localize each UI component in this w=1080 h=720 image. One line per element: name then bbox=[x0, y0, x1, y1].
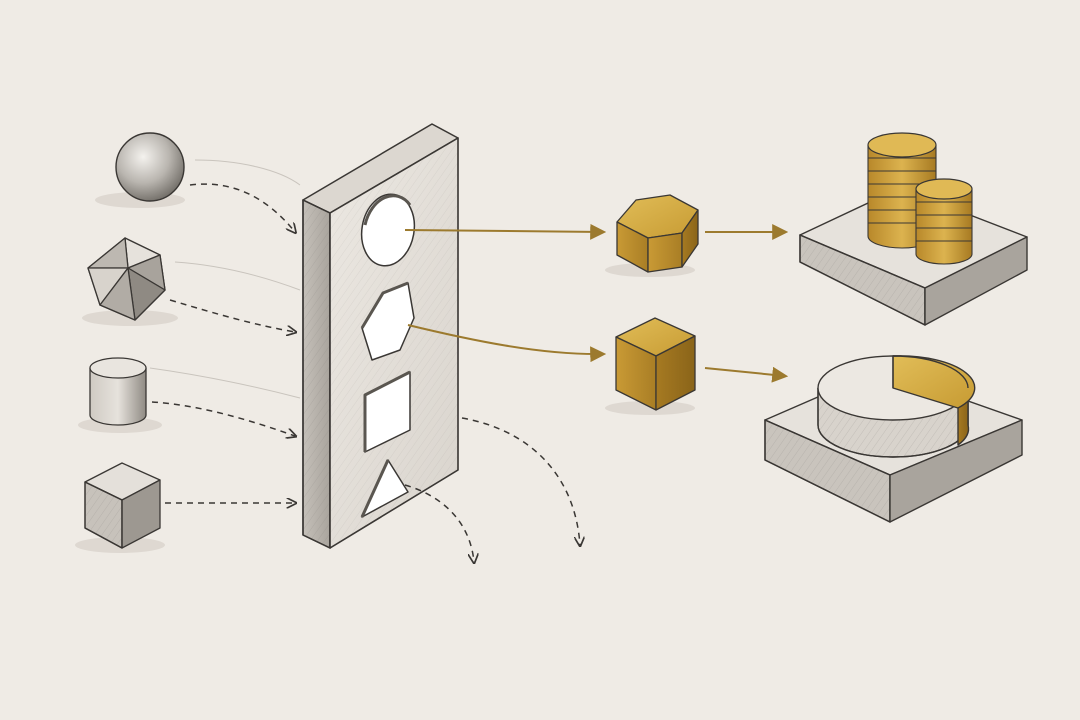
faint-guides bbox=[149, 159, 301, 399]
hole-triangle bbox=[360, 459, 409, 518]
rejected-path-1 bbox=[404, 484, 474, 562]
sphere-shape bbox=[115, 132, 185, 202]
input-arrows bbox=[151, 183, 295, 503]
arrow-goldcube-to-pie bbox=[704, 366, 789, 383]
coin bbox=[915, 240, 973, 265]
arrow-sphere-to-sorter bbox=[189, 183, 295, 232]
coin-stack-short bbox=[915, 178, 973, 265]
shape-sorter-panel bbox=[302, 123, 459, 549]
coin-top bbox=[915, 178, 973, 200]
arrow-icosahedron-to-sorter bbox=[169, 299, 295, 332]
cube-shape bbox=[84, 462, 161, 549]
accepted-flow-arrows bbox=[404, 223, 789, 383]
hole-hexagon bbox=[360, 281, 415, 361]
coin-stacks-platform bbox=[799, 132, 1028, 326]
gold-hexagonal-prism bbox=[616, 194, 699, 273]
icosahedron-shape bbox=[87, 237, 166, 321]
rejected-path-2 bbox=[461, 417, 580, 545]
hole-circle bbox=[360, 193, 416, 267]
arrow-hexagon-to-goldcube bbox=[407, 324, 607, 363]
hole-square bbox=[363, 370, 411, 453]
cylinder-shape bbox=[89, 357, 147, 426]
gold-cube bbox=[615, 317, 696, 411]
pie-chart-platform bbox=[764, 355, 1023, 523]
coin-top bbox=[867, 132, 937, 158]
rejected-paths bbox=[404, 417, 580, 562]
arrow-cylinder-to-sorter bbox=[151, 401, 295, 436]
arrow-circle-to-hexprism bbox=[404, 223, 607, 240]
pie-chart bbox=[817, 355, 976, 458]
